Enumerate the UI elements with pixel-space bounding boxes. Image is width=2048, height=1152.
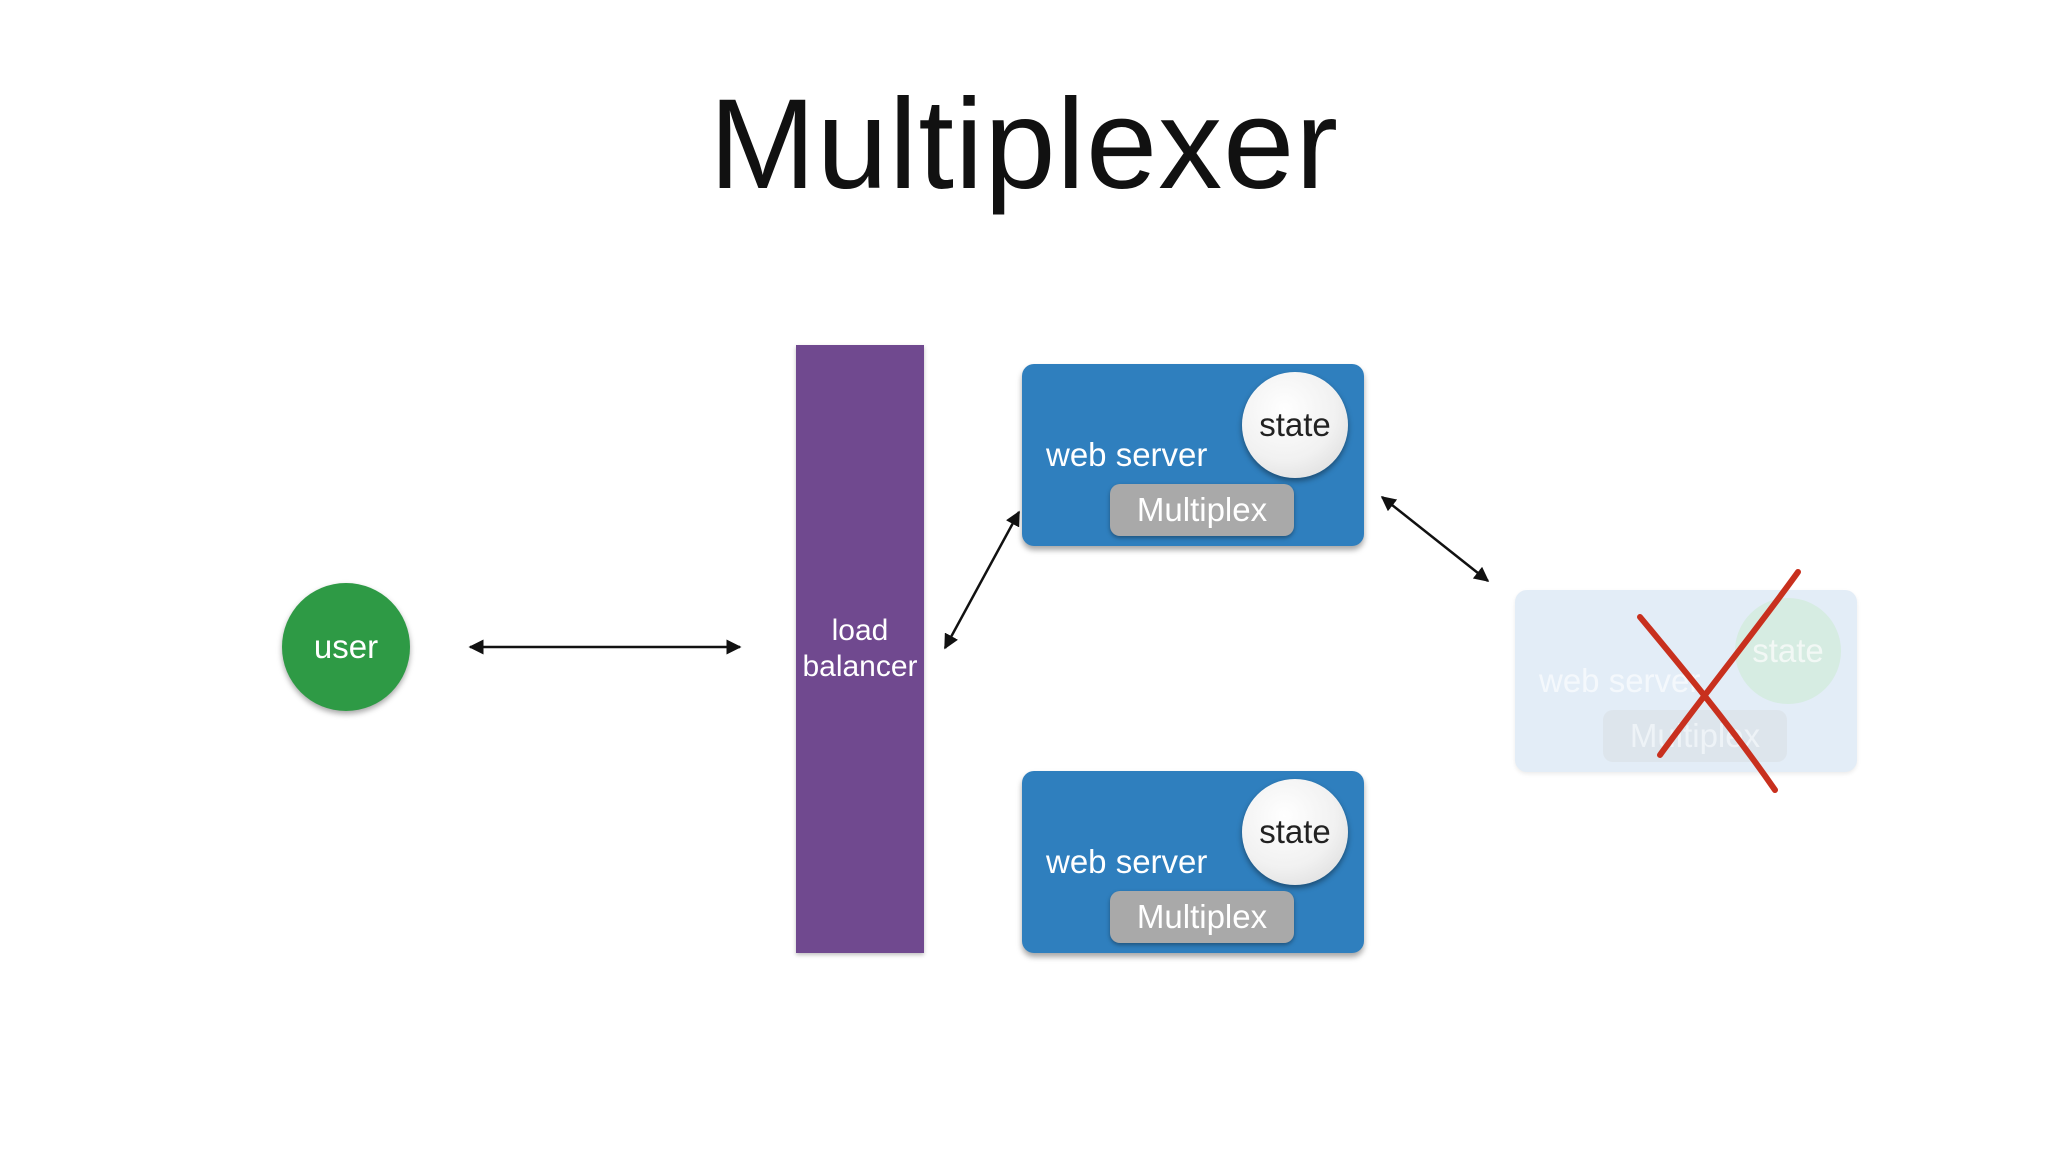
state-bubble: state <box>1242 779 1348 885</box>
web-server-bottom: web server state Multiplex <box>1022 771 1364 953</box>
web-server-label: web server <box>1046 843 1208 880</box>
user-label: user <box>313 628 379 665</box>
multiplex-pill: Multiplex <box>1110 484 1294 536</box>
arrow-lb-server <box>943 510 1021 650</box>
arrow-server-failed <box>1380 496 1490 582</box>
web-server-top: web server state Multiplex <box>1022 364 1364 546</box>
web-server-label: web server <box>1539 662 1701 699</box>
load-balancer: load balancer <box>796 345 924 953</box>
web-server-failed: web server state Multiplex <box>1515 590 1857 772</box>
state-bubble: state <box>1242 372 1348 478</box>
load-balancer-label: load balancer <box>802 614 918 683</box>
slide-title: Multiplexer <box>709 73 1339 216</box>
web-server-label: web server <box>1046 436 1208 473</box>
failed-x-icon <box>1637 569 1801 793</box>
state-bubble: state <box>1735 598 1841 704</box>
user-node: user <box>282 583 410 711</box>
multiplex-pill: Multiplex <box>1110 891 1294 943</box>
multiplex-pill: Multiplex <box>1603 710 1787 762</box>
